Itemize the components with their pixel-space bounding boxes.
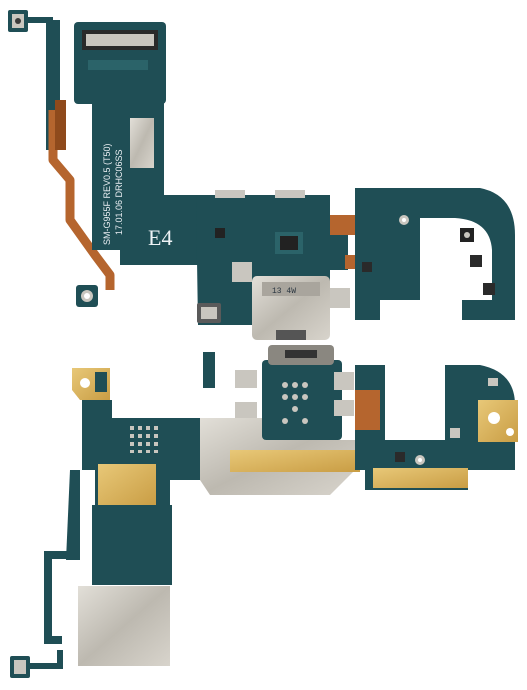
top-silkscreen: SM-G955F REV0.5 (T50) 17.01.06 DRHC06SS … [102,143,172,250]
model-text: SM-G955F REV0.5 (T50) [102,143,112,245]
revision-mark: E4 [148,225,172,250]
bottom-flex-assembly [10,345,518,678]
usb-c-port-top: 13 4W [232,262,350,340]
connector-stamp: 13 4W [272,287,296,296]
date-text: 17.01.06 DRHC06SS [114,149,124,235]
top-main-flex [92,100,200,265]
contact-pad-grid [128,425,160,453]
right-flex-link [330,215,360,235]
bottom-right-flex [355,390,380,430]
bottom-center-board [262,360,342,440]
bottom-left-trace [44,551,72,644]
test-point-grid [282,382,308,424]
top-metal-plate [130,118,154,168]
left-flex-ribbon [48,110,115,290]
top-flex-assembly: SM-G955F REV0.5 (T50) 17.01.06 DRHC06SS … [8,10,515,340]
bottom-metal-plate [78,586,170,666]
gold-foil-left [98,464,156,506]
top-right-arch-board [355,188,515,320]
gold-foil-right [373,468,468,488]
bottom-long-flex [92,505,172,585]
gold-foil-center [230,450,360,472]
